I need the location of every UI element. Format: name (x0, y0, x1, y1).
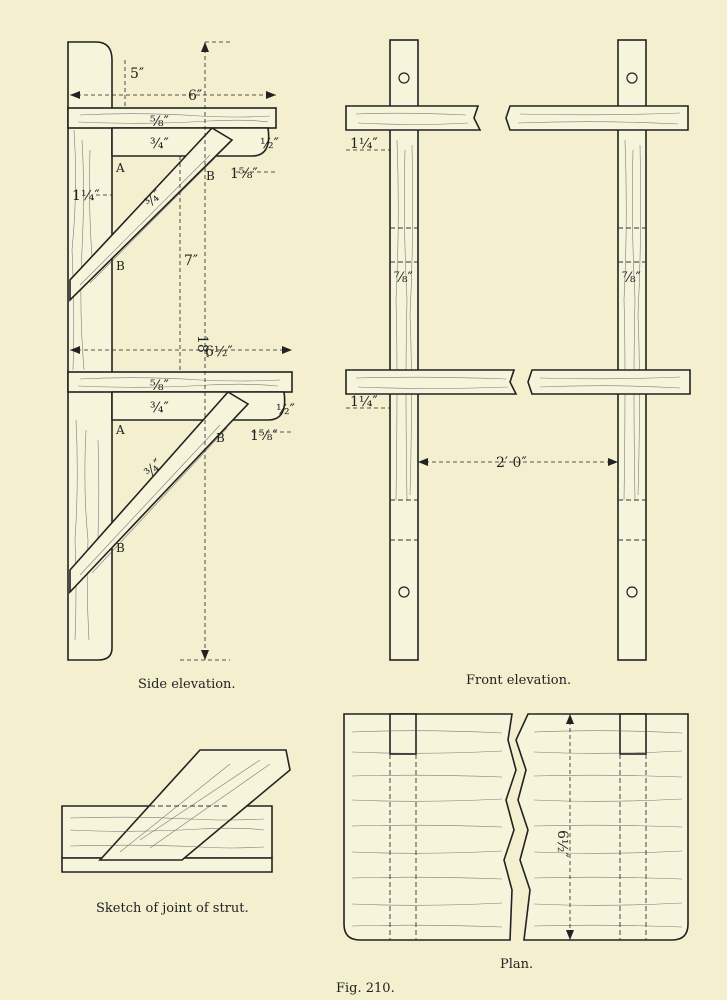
dim-upright-thickness: 1¼″ (72, 188, 100, 204)
caption-sketch: Sketch of joint of strut. (96, 901, 249, 916)
label-b-top-right: B (206, 169, 215, 183)
dim-top-bracket-depth: ¾″ (150, 136, 169, 152)
front-lower-bar-left (345, 369, 518, 395)
sketch-rail-bottom (61, 857, 273, 873)
side-top-bracket (111, 127, 270, 157)
side-lower-shelf (67, 371, 293, 393)
dim-side-width: 6″ (188, 88, 202, 104)
front-elevation: 1¼″ 1¼″ ⅞″ ⅞″ 2′ 0″ Front elevation. (345, 39, 691, 688)
dim-plan-depth: 6½″ (554, 830, 570, 858)
plan-right-half (515, 713, 689, 941)
side-lower-bracket (111, 391, 286, 421)
front-lower-bar-right (527, 369, 691, 395)
label-a-lower: A (115, 423, 125, 437)
label-a-top: A (115, 161, 125, 175)
dim-front-top-bar: 1¼″ (350, 136, 378, 152)
plan-view: 6½″ Plan. (343, 713, 689, 972)
label-b-top-left: B (116, 259, 125, 273)
label-b-lower-right: B (216, 431, 225, 445)
plan-left-post (389, 713, 417, 755)
front-right-top-hole (626, 72, 638, 84)
dim-mid-height: 7″ (184, 253, 198, 269)
caption-side: Side elevation. (138, 677, 236, 692)
front-left-upright (389, 39, 419, 661)
dim-lower-strut-offset: 1⅝″ (250, 428, 278, 444)
sketch-strut (98, 749, 291, 861)
front-left-top-hole (398, 72, 410, 84)
front-left-bottom-hole (398, 586, 410, 598)
dim-total-height: 18″ (194, 335, 210, 358)
dim-lower-nose: ½″ (276, 402, 295, 418)
label-b-lower-left: B (116, 541, 125, 555)
joint-sketch: Sketch of joint of strut. (61, 749, 291, 916)
side-top-shelf (67, 107, 277, 129)
plan-right-post (619, 713, 647, 755)
caption-front: Front elevation. (466, 673, 571, 688)
dim-top-strut-offset: 1⅝″ (230, 166, 258, 182)
side-upright (67, 41, 113, 661)
front-right-upright (617, 39, 647, 661)
dim-front-right-upright: ⅞″ (622, 270, 641, 286)
dim-front-span: 2′ 0″ (496, 455, 527, 471)
front-top-bar-right (505, 105, 689, 131)
figure-caption: Fig. 210. (336, 981, 395, 996)
dim-lower-bracket-depth: ¾″ (150, 400, 169, 416)
caption-plan: Plan. (500, 957, 533, 972)
dim-lower-width: 6½″ (205, 344, 233, 360)
side-lower-strut (69, 390, 250, 595)
dim-top-offset: 5″ (130, 66, 144, 82)
dim-front-lower-bar: 1¼″ (350, 394, 378, 410)
front-right-bottom-hole (626, 586, 638, 598)
dim-lower-bracket-thickness: ⅝″ (150, 378, 169, 394)
dim-front-left-upright: ⅞″ (394, 270, 413, 286)
dim-top-nose: ½″ (260, 136, 279, 152)
front-top-bar-left (345, 105, 482, 131)
side-elevation: 5″ 6″ ⅝″ ¾″ ½″ 1⅝″ 1¼″ ¾″ 7″ 18″ 6½″ ⅝″ … (67, 41, 295, 692)
plan-left-half (343, 713, 517, 941)
dim-top-bracket-thickness: ⅝″ (150, 114, 169, 130)
